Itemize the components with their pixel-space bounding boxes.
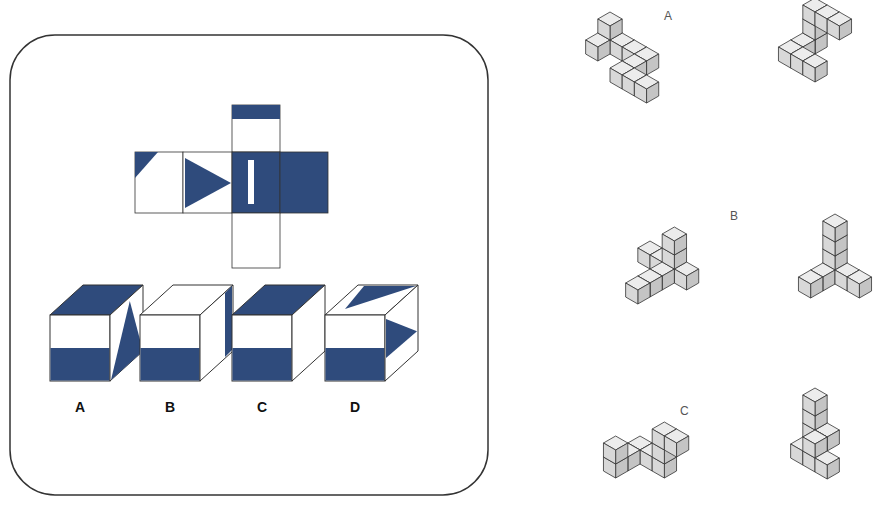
- polycube: [586, 12, 659, 103]
- front-band: [233, 348, 292, 381]
- answer-cube: [140, 285, 233, 381]
- polycube: [626, 227, 699, 304]
- panel-frame: [10, 35, 488, 495]
- polycube-figures: [586, 0, 872, 479]
- cube-side: [200, 285, 233, 381]
- option-letter: A: [75, 400, 85, 414]
- cube-front: [232, 315, 292, 381]
- side-strip: [225, 286, 232, 357]
- polycube: [778, 0, 851, 82]
- polycube: [798, 214, 871, 298]
- answer-cubes: [50, 285, 418, 381]
- option-letter: A: [664, 10, 672, 22]
- side-triangle: [111, 301, 143, 380]
- cube-side: [385, 285, 418, 381]
- cube-front: [50, 315, 110, 381]
- cube-front: [140, 315, 200, 381]
- front-band: [51, 348, 110, 381]
- option-letter: C: [680, 405, 689, 417]
- front-band: [326, 348, 385, 381]
- option-letter: B: [165, 400, 175, 414]
- front-band: [141, 348, 200, 381]
- option-letter: C: [257, 400, 267, 414]
- option-letter: D: [350, 400, 360, 414]
- side-triangle: [386, 319, 417, 358]
- answer-cube: [325, 285, 418, 381]
- answer-cube: [50, 285, 143, 381]
- polycube: [791, 388, 840, 479]
- cube-side: [292, 285, 325, 381]
- top-triangle: [345, 286, 416, 309]
- answer-cube: [232, 285, 325, 381]
- cube-front: [325, 315, 385, 381]
- option-letter: B: [730, 210, 738, 222]
- cube-net: [135, 105, 328, 268]
- polycube: [603, 422, 688, 478]
- cube-side: [110, 285, 143, 381]
